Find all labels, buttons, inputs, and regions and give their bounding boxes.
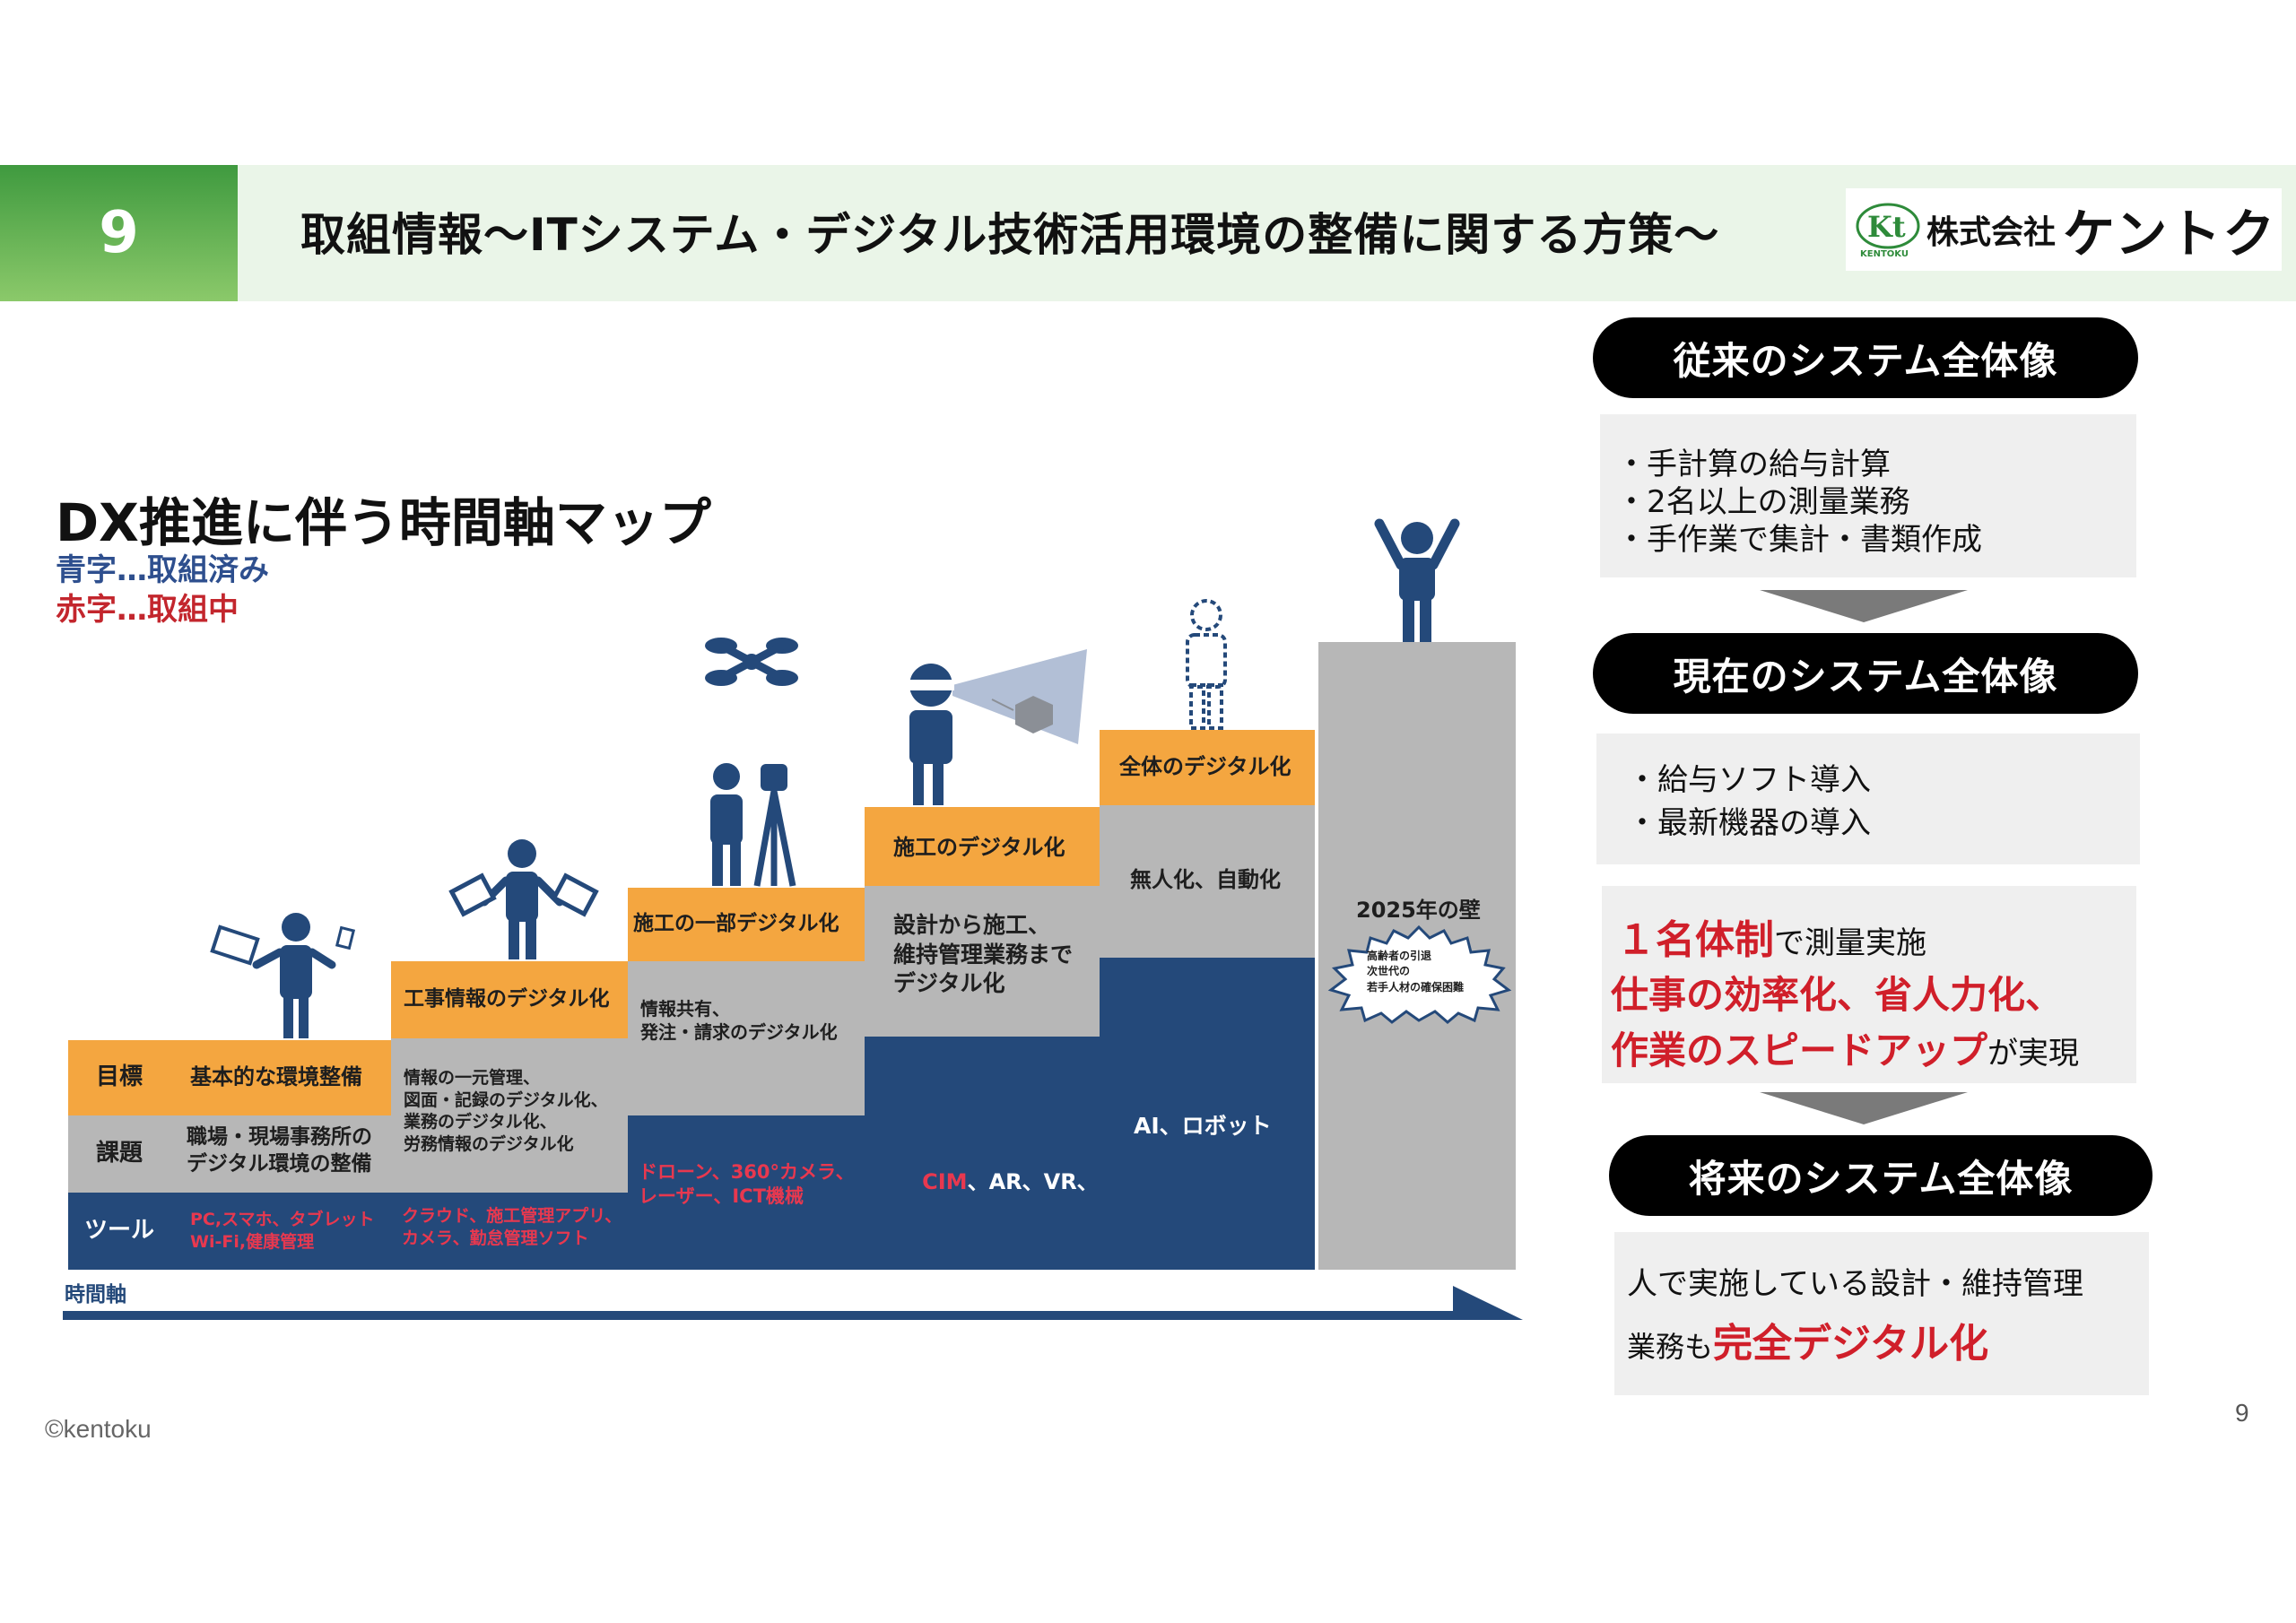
step3-issue: 情報共有、 発注・請求のデジタル化 xyxy=(628,961,865,1115)
step1-tool: PC,スマホ、タブレット Wi-Fi,健康管理 xyxy=(170,1193,391,1270)
current-system-title: 現在のシステム全体像 xyxy=(1593,633,2138,714)
step5-tool: AI、ロボット xyxy=(1100,958,1315,1270)
slide-number-badge: 9 xyxy=(0,165,238,301)
logo-mark-sub: KENTOKU xyxy=(1860,249,1909,258)
effect-survey: で測量実施 xyxy=(1774,925,1926,961)
step5-goal: 全体のデジタル化 xyxy=(1100,730,1315,805)
effect-speed-up: 作業のスピードアップ xyxy=(1611,1028,1988,1072)
step2-issue: 情報の一元管理、 図面・記録のデジタル化、 業務のデジタル化、 労務情報のデジタ… xyxy=(391,1038,628,1193)
step2-tool: クラウド、施工管理アプリ、 カメラ、勤怠管理ソフト xyxy=(391,1193,628,1270)
time-axis-label: 時間軸 xyxy=(65,1283,126,1306)
wall-badge-text: 高齢者の引退 次世代の 若手人材の確保困難 xyxy=(1367,950,1465,994)
future-person-outline-icon xyxy=(1186,599,1227,730)
logo-prefix: 株式会社 xyxy=(1926,214,2057,251)
logo-mark-text: Kt xyxy=(1867,210,1906,244)
step3-goal: 施工の一部デジタル化 xyxy=(628,888,865,961)
legend-red: 赤字…取組中 xyxy=(56,592,239,628)
row-label-tool: ツール xyxy=(68,1193,170,1270)
time-axis-arrow-icon xyxy=(63,1286,1523,1320)
step1-goal: 基本的な環境整備 xyxy=(170,1040,391,1115)
vr-headset-user-icon xyxy=(909,649,1087,805)
surveyor-with-tripod-icon xyxy=(710,763,796,887)
past-item-1: ・手計算の給与計算 xyxy=(1616,447,1891,482)
past-system-box: ・手計算の給与計算 ・2名以上の測量業務 ・手作業で集計・書類作成 xyxy=(1600,414,2136,577)
person-with-tablets-icon xyxy=(448,839,599,959)
step2-goal: 工事情報のデジタル化 xyxy=(391,961,628,1038)
step4-tool: CIM、AR、VR、MR xyxy=(865,1037,1136,1270)
effect-box: １名体制で測量実施 仕事の効率化、省人力化、 作業のスピードアップが実現 xyxy=(1602,886,2136,1083)
past-system-title: 従来のシステム全体像 xyxy=(1593,317,2138,398)
legend-blue: 青字…取組済み xyxy=(56,552,269,588)
map-title: DX推進に伴う時間軸マップ xyxy=(56,492,711,553)
company-logo: Kt KENTOKU 株式会社 ケントク xyxy=(1846,188,2282,271)
drone-icon xyxy=(705,638,798,686)
row-label-issue: 課題 xyxy=(68,1115,170,1193)
past-item-2: ・2名以上の測量業務 xyxy=(1616,484,1910,520)
celebrating-person-icon xyxy=(1374,518,1460,642)
step1-issue: 職場・現場事務所の デジタル環境の整備 xyxy=(170,1115,391,1193)
page-number: 9 xyxy=(2235,1399,2249,1427)
slide-number: 9 xyxy=(99,200,139,266)
future-line-2-prefix: 業務も xyxy=(1627,1330,1714,1364)
current-item-1: ・給与ソフト導入 xyxy=(1627,762,1871,798)
slide-title: 取組情報～ITシステム・デジタル技術活用環境の整備に関する方策～ xyxy=(300,209,1720,261)
person-with-devices-icon xyxy=(210,913,356,1038)
future-full-digital: 完全デジタル化 xyxy=(1713,1321,1989,1367)
tool-cim: CIM xyxy=(922,1169,968,1195)
kentoku-logo-icon: Kt KENTOKU xyxy=(1856,203,1920,258)
step5-issue: 無人化、自動化 xyxy=(1100,805,1315,958)
effect-one-person: １名体制 xyxy=(1616,917,1774,963)
effect-realized: が実現 xyxy=(1987,1036,2080,1072)
step4-goal: 施工のデジタル化 xyxy=(865,807,1100,886)
current-system-box: ・給与ソフト導入 ・最新機器の導入 xyxy=(1596,733,2140,864)
step4-issue: 設計から施工、 維持管理業務まで デジタル化 xyxy=(865,886,1100,1037)
current-item-2: ・最新機器の導入 xyxy=(1627,805,1871,841)
row-label-goal: 目標 xyxy=(68,1040,170,1115)
future-system-title: 将来のシステム全体像 xyxy=(1609,1135,2152,1216)
wall-title: 2025年の壁 xyxy=(1356,898,1481,923)
step3-tool: ドローン、360°カメラ、 レーザー、ICT機械 xyxy=(628,1115,865,1270)
logo-name: ケントク xyxy=(2063,204,2277,265)
future-line-1: 人で実施している設計・維持管理 xyxy=(1627,1266,2083,1302)
copyright: ©kentoku xyxy=(45,1415,152,1443)
past-item-3: ・手作業で集計・書類作成 xyxy=(1616,522,1982,558)
wall-burst-icon xyxy=(1327,924,1512,1024)
effect-efficiency: 仕事の効率化、省人力化、 xyxy=(1611,973,2064,1017)
future-system-box: 人で実施している設計・維持管理 業務も完全デジタル化 xyxy=(1614,1232,2149,1395)
down-arrow-icon xyxy=(1760,590,1968,622)
down-arrow-icon-2 xyxy=(1760,1092,1968,1124)
